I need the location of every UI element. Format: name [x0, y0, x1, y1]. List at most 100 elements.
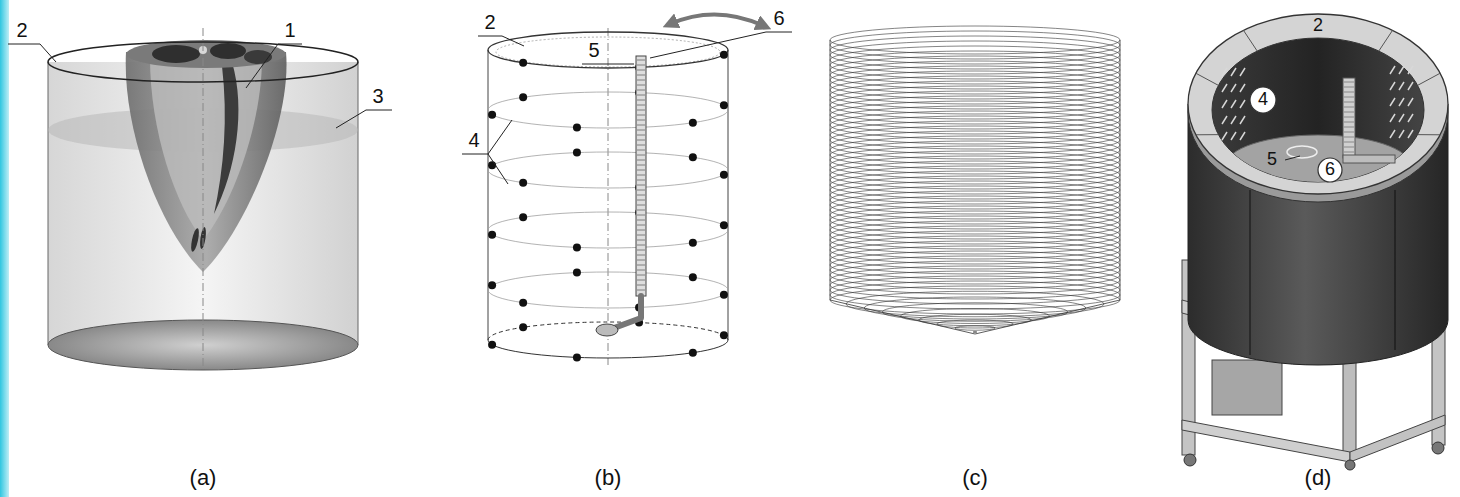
electrode-pin	[1231, 116, 1236, 124]
electrode-pin	[1399, 130, 1404, 138]
callout-number: 1	[284, 19, 295, 41]
callout-number: 2	[16, 19, 27, 41]
electrode-pin	[1390, 66, 1395, 74]
electrode-pin	[1222, 68, 1227, 76]
panel-caption: (c)	[962, 466, 988, 490]
callout-number: 2	[1311, 16, 1325, 36]
electrode-dot	[720, 101, 728, 109]
electrode-dot	[720, 291, 728, 299]
electrode-segment	[637, 140, 645, 141]
rack-segment	[1344, 92, 1354, 93]
electrode-segment	[637, 285, 645, 286]
mesh-line	[937, 320, 1014, 328]
heart-model	[126, 52, 287, 272]
rack-segment	[1344, 97, 1354, 98]
electrode-segment	[637, 100, 645, 101]
electrode-segment	[637, 210, 645, 211]
panel-caption: (d)	[1305, 466, 1332, 490]
electrode-segment	[637, 160, 645, 161]
electrode-pin	[1240, 100, 1245, 108]
electrode-segment	[637, 155, 645, 156]
electrode-segment	[637, 280, 645, 281]
mesh-line	[901, 309, 1050, 324]
electrode-pin	[1390, 82, 1395, 90]
electrode-pin	[1222, 116, 1227, 124]
electrode-segment	[637, 105, 645, 106]
callout-number: 5	[588, 39, 599, 61]
rack-segment	[1344, 82, 1354, 83]
electrode-pin	[1222, 100, 1227, 108]
electrode-segment	[637, 250, 645, 251]
electrode-segment	[637, 125, 645, 126]
panel-caption: (a)	[190, 466, 217, 490]
electrode-dot	[488, 341, 496, 349]
electrode-dot	[519, 299, 527, 307]
rack-segment	[1344, 122, 1354, 123]
electrode-segment	[637, 130, 645, 131]
mesh-line	[830, 281, 1120, 309]
callout-number: 6	[773, 7, 784, 29]
electrode-pin	[1408, 130, 1413, 138]
ring-segment	[1243, 30, 1257, 51]
electrode-segment	[637, 195, 645, 196]
electrode-segment	[637, 85, 645, 86]
electrode-pin	[1240, 68, 1245, 76]
rack-segment	[1344, 112, 1354, 113]
electrode-segment	[637, 260, 645, 261]
electrode-pin	[1231, 84, 1236, 92]
electrode-pin	[1399, 114, 1404, 122]
electrode-dot	[689, 349, 697, 357]
panel-a-cylinder	[48, 28, 358, 370]
electrode-segment	[637, 230, 645, 231]
electrode-segment	[637, 235, 645, 236]
callout-number: 3	[372, 85, 383, 107]
electrode-dot	[720, 331, 728, 339]
electrode-pin	[1408, 66, 1413, 74]
electrode-dot	[519, 179, 527, 187]
electrode-segment	[637, 245, 645, 246]
electrode-segment	[637, 190, 645, 191]
electrode-dot	[519, 59, 527, 67]
electrode-dot	[573, 149, 581, 157]
electrode-segment	[637, 90, 645, 91]
mesh-model	[830, 26, 1120, 334]
electrode-pin	[1390, 98, 1395, 106]
electrode-segment	[637, 80, 645, 81]
electrode-arm	[614, 296, 641, 328]
electrode-pin	[1408, 82, 1413, 90]
electrode-segment	[637, 240, 645, 241]
electrode-pin	[1222, 132, 1227, 140]
callout-number: 4	[1258, 90, 1268, 110]
rack-segment	[1344, 117, 1354, 118]
electrode-segment	[637, 60, 645, 61]
electrode-pin	[1408, 114, 1413, 122]
callout-number: 5	[1267, 150, 1277, 170]
electrode-segment	[637, 215, 645, 216]
electrode-dot	[519, 213, 527, 221]
electrode-segment	[637, 205, 645, 206]
electrode-dot	[689, 273, 697, 281]
electrode-segment	[637, 115, 645, 116]
electrode-dot	[689, 119, 697, 127]
callout-number: 4	[468, 129, 479, 151]
electrode-segment	[637, 270, 645, 271]
mesh-line	[955, 326, 995, 331]
electrode-dot	[488, 111, 496, 119]
electrode-segment	[637, 185, 645, 186]
electrode-ring	[488, 212, 728, 248]
electrode-pin	[1399, 98, 1404, 106]
electrode-pin	[1231, 132, 1236, 140]
rack-segment	[1344, 127, 1354, 128]
electrode-pin	[1231, 100, 1236, 108]
electrode-dot	[519, 93, 527, 101]
electrode-pin	[1231, 68, 1236, 76]
electrode-dot	[689, 239, 697, 247]
panel-caption: (b)	[595, 466, 622, 490]
electrode-dot	[720, 171, 728, 179]
electrode-segment	[637, 180, 645, 181]
electrode-segment	[637, 255, 645, 256]
electrode-dot	[488, 231, 496, 239]
